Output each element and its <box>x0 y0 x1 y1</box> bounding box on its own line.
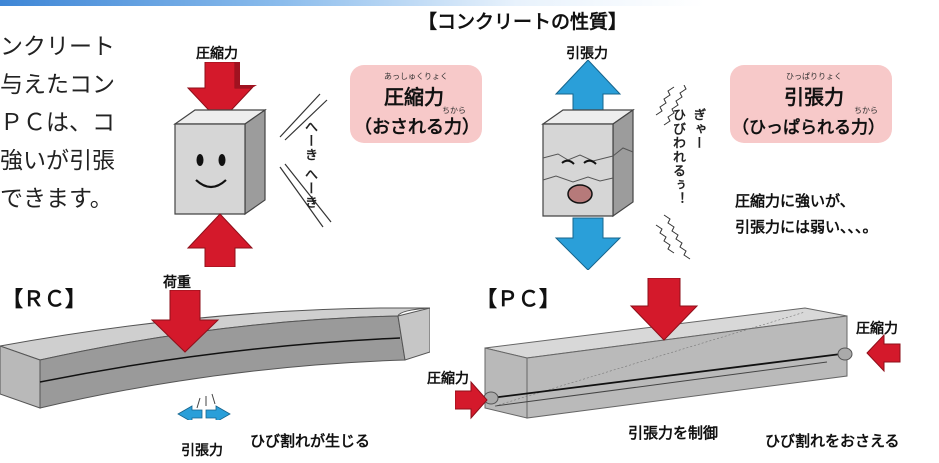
pc-caption: ひび割れをおさえる <box>765 432 900 450</box>
tension-arrow-bottom <box>554 217 622 270</box>
rc-beam-figure <box>0 290 430 420</box>
compression-bubble-sub-ruby: ちから <box>442 106 466 115</box>
tension-bubble-sub-ruby: ちから <box>854 106 878 115</box>
pc-compression-arrow-right <box>866 333 901 373</box>
tension-crack-text: ひびわれるぅ！ <box>670 108 685 206</box>
compression-arrow-bottom <box>186 213 254 267</box>
compression-bubble-ruby: あっしゅくりょく <box>384 72 448 81</box>
tension-bubble-sub: （ひっぱられる力） <box>732 118 885 138</box>
tension-note: 圧縮力に強いが、 引張力には弱い、、、。 <box>735 188 878 240</box>
tension-bubble-ruby: ひっぱりりょく <box>786 72 842 81</box>
pc-load-arrow <box>629 278 699 341</box>
tension-bubble-main: 引張力 <box>784 85 844 109</box>
intro-line: 与えたコン <box>0 72 115 98</box>
page-title: 【コンクリートの性質】 <box>418 11 628 33</box>
rc-caption: ひび割れが生じる <box>250 432 371 450</box>
tension-note-line2: 引張力には弱い、、、。 <box>735 218 878 236</box>
tension-zigzag-lines <box>655 85 691 260</box>
intro-line: ＰＣは、コ <box>0 110 115 136</box>
intro-text: ンクリート 与えたコン ＰＣは、コ 強いが引張 できます。 <box>0 28 115 218</box>
pc-beam-figure <box>455 278 901 420</box>
pc-right-compression-label: 圧縮力 <box>856 321 898 337</box>
pc-heading: 【ＰＣ】 <box>476 287 560 311</box>
cracked-cube <box>541 108 635 218</box>
rc-tension-label: 引張力 <box>181 443 223 459</box>
pc-control-caption: 引張力を制御 <box>628 424 719 442</box>
compression-bubble: あっしゅくりょく 圧縮力 ちから （おされる力） <box>350 65 482 143</box>
tension-cube-figure <box>541 60 635 270</box>
compression-label: 圧縮力 <box>196 46 238 62</box>
tension-label: 引張力 <box>566 46 608 62</box>
tension-note-line1: 圧縮力に強いが、 <box>735 192 855 210</box>
compression-face-text: へーき へーき <box>302 120 317 210</box>
compression-bubble-main: 圧縮力 <box>384 85 444 109</box>
tension-bubble: ひっぱりりょく 引張力 ちから （ひっぱられる力） <box>730 65 892 143</box>
compression-bubble-sub: （おされる力） <box>354 117 480 138</box>
compression-cube-figure <box>173 62 267 267</box>
tension-scream-text: ぎゃー <box>690 108 705 150</box>
smiling-cube <box>173 108 267 216</box>
tension-arrow-top <box>554 60 622 119</box>
intro-line: 強いが引張 <box>0 148 115 174</box>
compression-speech-lines <box>279 93 332 228</box>
compression-arrow-top <box>186 62 257 123</box>
intro-line: できます。 <box>0 186 113 212</box>
intro-line: ンクリート <box>0 34 115 60</box>
rc-tension-arrows <box>177 405 231 420</box>
rc-load-label: 荷重 <box>163 275 191 291</box>
header-gradient-bar <box>0 0 939 6</box>
pc-left-compression-label: 圧縮力 <box>427 371 469 387</box>
rc-load-arrow <box>150 290 220 353</box>
rc-heading: 【ＲＣ】 <box>2 287 86 311</box>
pc-compression-arrow-left <box>455 380 488 420</box>
